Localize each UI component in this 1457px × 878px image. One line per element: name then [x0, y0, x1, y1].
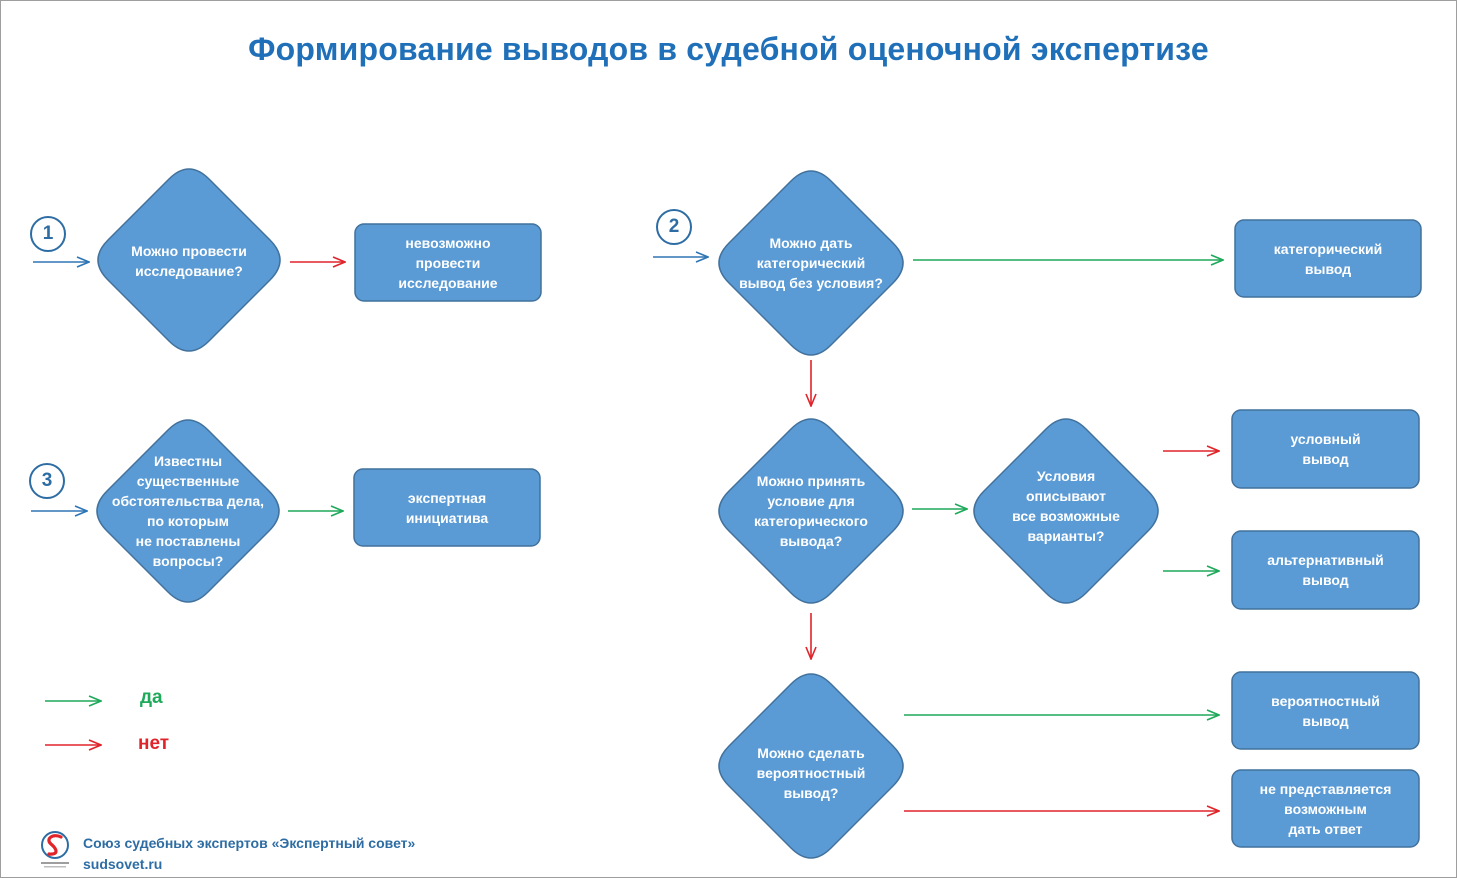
step-circle-2	[656, 209, 692, 245]
step-number-2: 2	[668, 216, 680, 237]
decision-diamond-2	[718, 170, 904, 356]
decision-diamond-4	[718, 418, 904, 604]
decision-diamond-3	[96, 419, 280, 603]
outcome-box-7	[1231, 769, 1420, 848]
step-number-3: 3	[41, 470, 53, 491]
decision-diamond-6	[718, 673, 904, 859]
outcome-box-5	[1231, 530, 1420, 610]
outcome-box-6	[1231, 671, 1420, 750]
footer-organization-name: Союз судебных экспертов «Экспертный сове…	[83, 835, 416, 851]
decision-text-5: Условия описывают все возможные варианты…	[1012, 468, 1120, 544]
decision-text-6: Можно сделать вероятностный вывод?	[756, 745, 866, 801]
page-title: Формирование выводов в судебной оценочно…	[248, 31, 1209, 67]
outcome-box-4	[1231, 409, 1420, 489]
outcome-box-2	[1234, 219, 1422, 298]
decision-diamond-1	[97, 168, 281, 352]
outcome-text-4: условный вывод	[1290, 431, 1361, 467]
decision-text-4: Можно принять условие для категорическог…	[754, 473, 868, 549]
footer-website-link[interactable]: sudsovet.ru	[83, 856, 163, 872]
outcome-text-3: экспертная инициатива	[405, 489, 489, 526]
legend-yes-label: да	[140, 687, 163, 708]
decision-text-3: Известны существенные обстоятельства дел…	[111, 453, 265, 569]
step-number-1: 1	[42, 223, 54, 244]
organization-logo-icon	[41, 831, 69, 868]
step-circle-3	[29, 463, 65, 499]
outcome-box-1	[354, 223, 542, 302]
legend-no-label: нет	[138, 733, 170, 754]
outcome-text-7: не представляется возможным дать ответ	[1259, 780, 1392, 837]
outcome-text-5: альтернативный вывод	[1267, 552, 1384, 588]
outcome-text-1: невозможно провести исследование	[398, 234, 498, 291]
decision-text-1: Можно провести исследование?	[131, 243, 247, 279]
outcome-text-6: вероятностный вывод	[1271, 692, 1380, 729]
decision-text-2: Можно дать категорический вывод без усло…	[739, 235, 883, 291]
decision-diamond-5	[973, 418, 1159, 604]
outcome-text-2: категорический вывод	[1273, 240, 1383, 277]
step-circle-1	[30, 216, 66, 252]
outcome-box-3	[353, 468, 541, 547]
